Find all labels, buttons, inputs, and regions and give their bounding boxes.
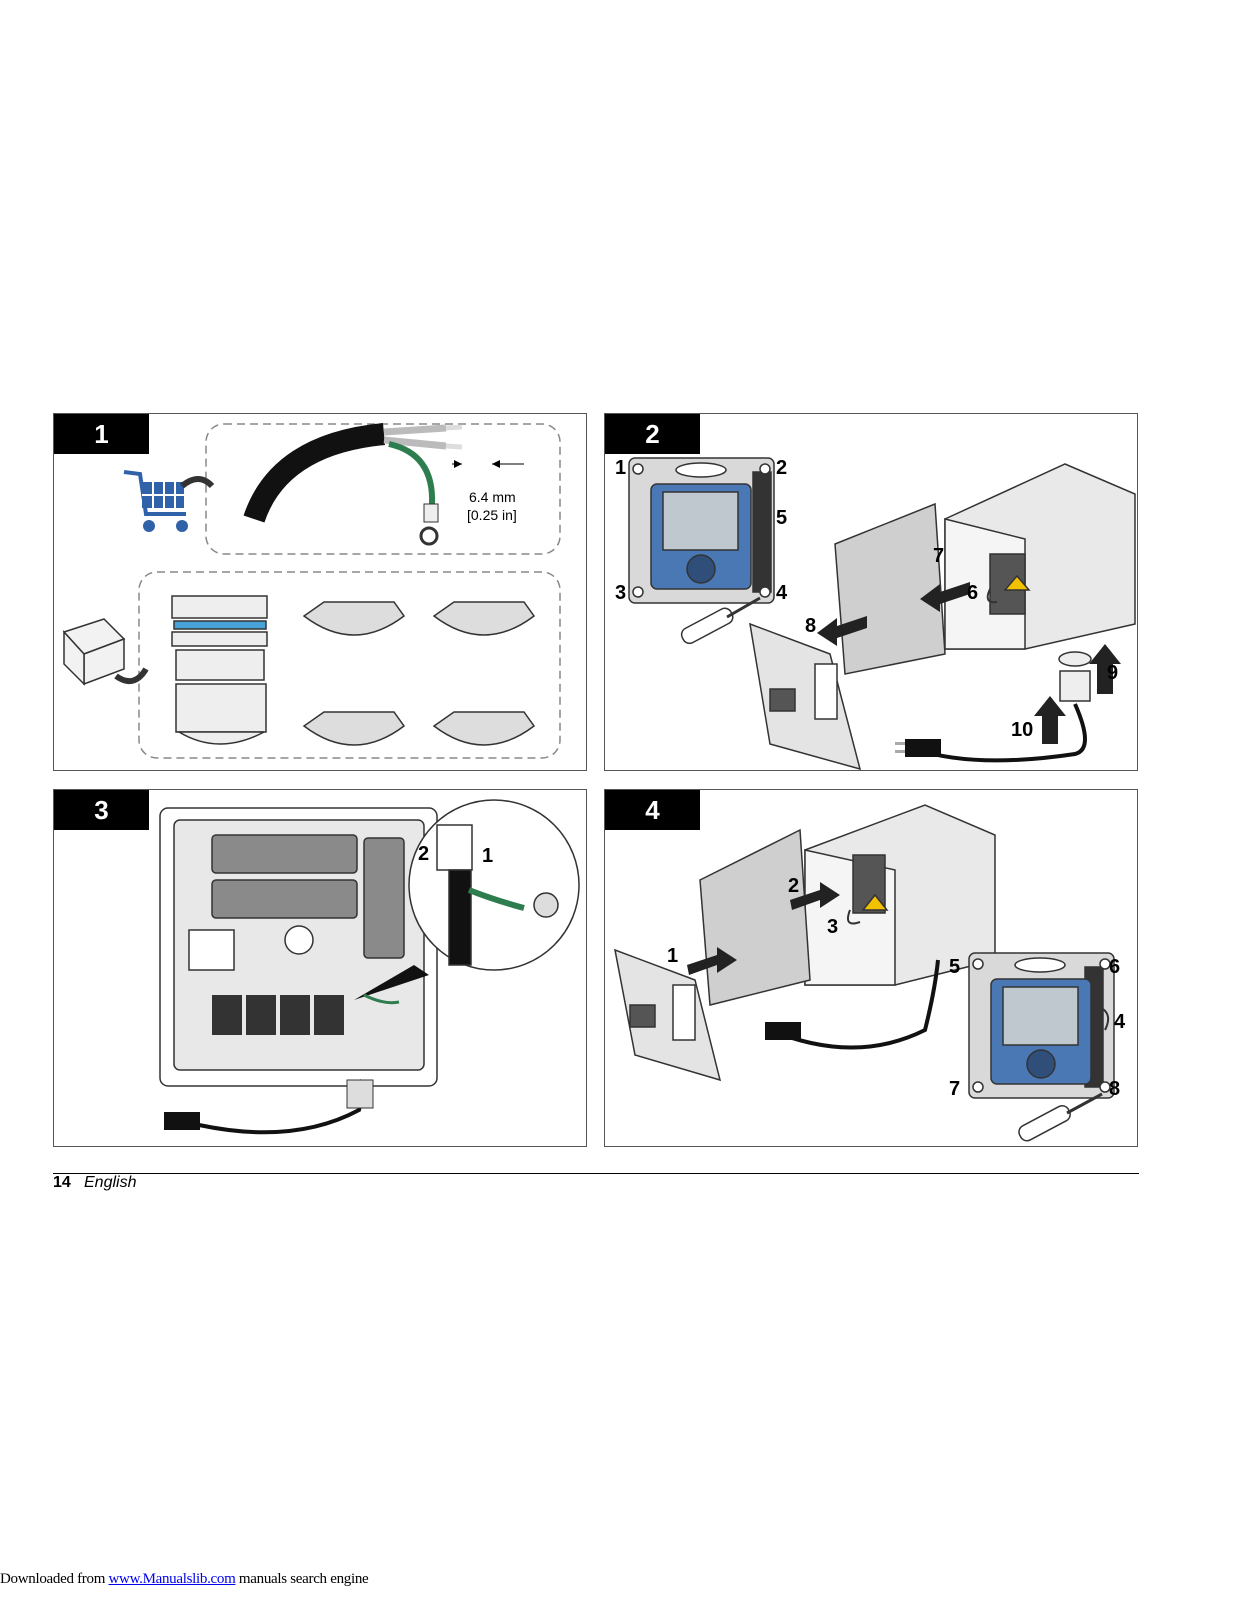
arrow-icon (180, 476, 215, 489)
step-3-panel: 3 2 1 (53, 789, 587, 1147)
direction-arrow-icon (687, 882, 840, 975)
step-3-number: 3 (54, 790, 149, 830)
callout-9: 9 (1107, 662, 1118, 684)
callout-3: 3 (615, 582, 626, 604)
footer-divider (53, 1173, 1139, 1174)
callout-8: 8 (1109, 1078, 1120, 1100)
manualslib-link[interactable]: www.Manualslib.com (108, 1571, 236, 1587)
step-3-illustration: 2 1 (159, 799, 580, 1135)
callout-10: 10 (1011, 719, 1033, 741)
enclosure-interior (159, 807, 438, 1087)
callout-7: 7 (949, 1078, 960, 1100)
callout-2: 2 (776, 457, 787, 479)
controller-front-panel (968, 952, 1115, 1099)
arrow-icon (114, 667, 149, 685)
callout-1: 1 (667, 945, 678, 967)
controller-front-panel (628, 457, 775, 604)
open-enclosure (699, 804, 996, 1006)
shopping-cart-icon (123, 470, 188, 532)
screwdriver-icon (1018, 1092, 1103, 1142)
zoom-detail (408, 799, 580, 971)
step-2-number: 2 (605, 414, 700, 454)
callout-1: 1 (482, 845, 493, 867)
callout-6: 6 (967, 582, 978, 604)
step-2-illustration: 1 2 3 4 5 6 7 8 9 10 (615, 457, 1136, 770)
step-1-number: 1 (54, 414, 149, 454)
open-enclosure (834, 463, 1136, 675)
dimension-mm-label: 6.4 mm (469, 489, 516, 505)
cable-gland (171, 595, 268, 745)
callout-4: 4 (1114, 1011, 1126, 1033)
callout-3: 3 (827, 916, 838, 938)
download-suffix: manuals search engine (235, 1571, 369, 1587)
step-4-number: 4 (605, 790, 700, 830)
package-box-icon (62, 618, 126, 686)
callout-7: 7 (933, 545, 944, 567)
step-2-panel: 2 (604, 413, 1138, 771)
step-4-panel: 4 (604, 789, 1138, 1147)
download-notice: Downloaded from www.Manualslib.com manua… (0, 1571, 369, 1588)
callout-2: 2 (418, 843, 429, 865)
page-number: 14 (53, 1174, 71, 1191)
power-module (614, 948, 722, 1082)
download-prefix: Downloaded from (0, 1571, 109, 1587)
terminal-blocks (212, 995, 344, 1035)
direction-arrow-icon (817, 582, 1121, 744)
step-1-panel: 1 6.4 mm [0.25 in] (53, 413, 587, 771)
page-language: English (84, 1174, 137, 1191)
callout-8: 8 (805, 615, 816, 637)
callout-5: 5 (949, 956, 960, 978)
dimension-in-label: [0.25 in] (467, 507, 517, 523)
callout-1: 1 (615, 457, 626, 479)
power-module (749, 622, 862, 770)
sealing-plug (302, 601, 536, 746)
callout-2: 2 (788, 875, 799, 897)
screwdriver-icon (680, 596, 761, 645)
callout-6: 6 (1109, 956, 1120, 978)
callout-5: 5 (776, 507, 787, 529)
step-4-illustration: 1 2 3 4 5 6 7 8 (614, 804, 1126, 1142)
step-1-illustration: 6.4 mm [0.25 in] (62, 423, 561, 759)
callout-4: 4 (776, 582, 788, 604)
